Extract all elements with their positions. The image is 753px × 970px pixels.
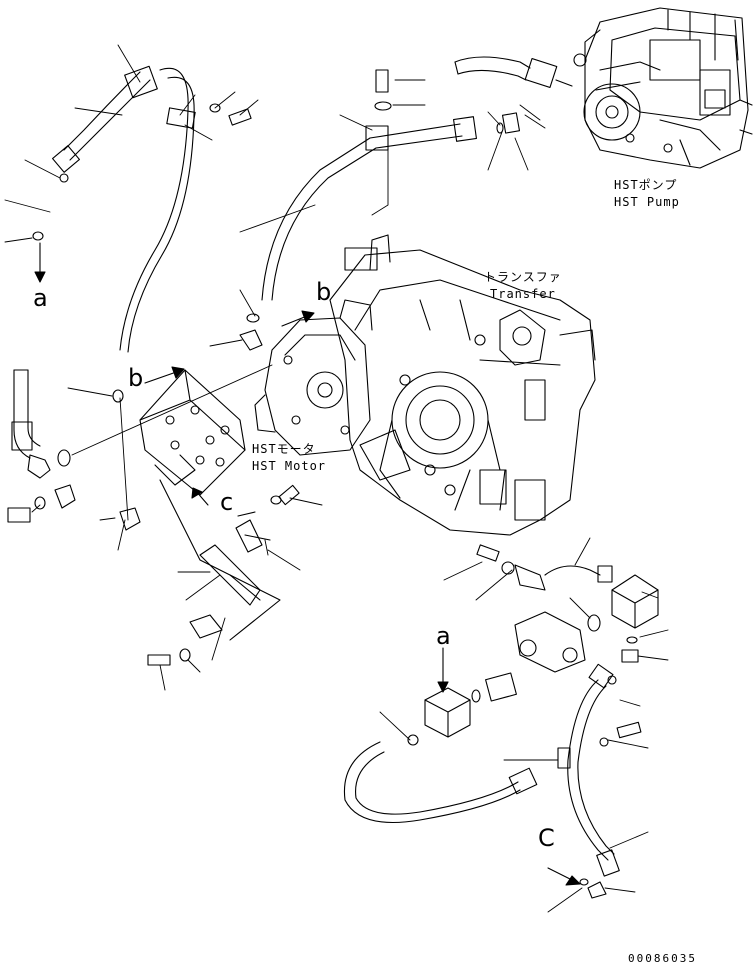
transfer-case (329, 234, 596, 536)
hst-pump-label-en: HST Pump (614, 195, 680, 209)
left-hose-end (11, 369, 71, 479)
reference-b-left: b (128, 364, 144, 392)
hoses (52, 67, 620, 877)
reference-c-mid: c (220, 488, 234, 516)
fitting-blocks (424, 574, 659, 738)
part-number: 00086035 (628, 952, 697, 965)
clamps (124, 65, 571, 769)
reference-b-top: b (316, 278, 332, 306)
reference-arrows (34, 242, 581, 886)
hst-motor-label-jp: HSTモータ (252, 442, 316, 456)
solenoid-assembly (159, 479, 281, 641)
reference-a-top: a (33, 284, 48, 312)
hst-motor-label-en: HST Motor (252, 459, 327, 473)
fasteners (7, 69, 642, 899)
leader-lines (4, 44, 669, 913)
hst-pump-label-jp: HSTポンプ (614, 178, 678, 192)
pump-inlet-hose (454, 56, 573, 89)
transfer-label-jp: トランスファ (484, 270, 562, 284)
hst-motor (254, 299, 373, 456)
hst-pump (573, 7, 753, 169)
transfer-label-en: Transfer (490, 287, 556, 301)
valve-block (139, 369, 246, 496)
reference-a-bottom: a (436, 622, 451, 650)
reference-c-bottom: C (538, 824, 555, 852)
